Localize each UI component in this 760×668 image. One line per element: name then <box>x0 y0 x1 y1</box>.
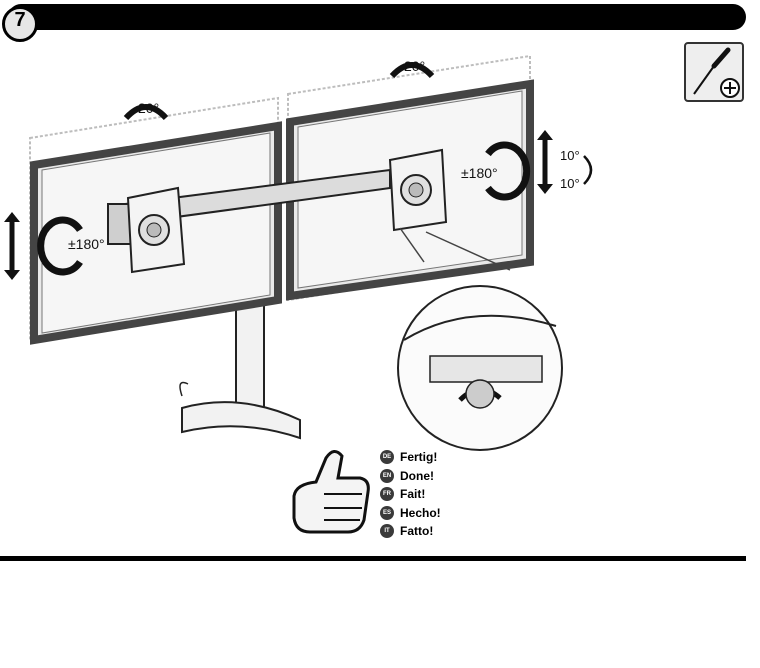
completion-text: Fatto! <box>400 524 434 539</box>
completion-text: Hecho! <box>400 505 441 520</box>
tilt-left-top-icon <box>123 104 169 121</box>
language-row-fr: FR Fait! <box>380 485 441 504</box>
rotate-right-label: ±180° <box>461 165 498 181</box>
tilt-right-top-icon <box>389 62 435 79</box>
rotate-left-label: ±180° <box>68 236 105 252</box>
phillips-screwdriver-icon <box>693 47 740 98</box>
tilt-up-label: 10° <box>560 148 580 163</box>
completion-message-list: DE Fertig! EN Done! FR Fait! ES Hecho! I… <box>380 448 441 541</box>
language-badge: DE <box>380 450 394 465</box>
vertical-move-arrow-icon <box>4 212 20 280</box>
rotate-left-arrow-icon <box>37 216 83 276</box>
language-row-en: EN Done! <box>380 467 441 486</box>
completion-text: Done! <box>400 468 434 483</box>
step-header-bar <box>8 4 746 30</box>
step-number: 7 <box>14 9 26 31</box>
completion-text: Fait! <box>400 487 426 502</box>
language-badge: FR <box>380 487 394 502</box>
language-badge: ES <box>380 505 394 520</box>
vertical-tilt-arrow-icon <box>537 130 553 194</box>
bottom-divider <box>0 556 746 561</box>
language-row-it: IT Fatto! <box>380 522 441 541</box>
tension-knob <box>465 379 495 409</box>
tool-panel <box>684 42 744 102</box>
rotate-right-arrow-icon <box>485 141 531 201</box>
tilt-right-label: 20° <box>404 58 426 74</box>
completion-text: Fertig! <box>400 450 438 465</box>
language-row-es: ES Hecho! <box>380 504 441 523</box>
dual-monitor-illustration <box>4 54 593 534</box>
thumbs-up-icon <box>292 450 370 534</box>
tilt-arc-icon <box>583 155 593 185</box>
language-badge: EN <box>380 468 394 483</box>
tilt-left-label: 20° <box>138 100 160 116</box>
tilt-down-label: 10° <box>560 176 580 191</box>
language-row-de: DE Fertig! <box>380 448 441 467</box>
step-badge <box>2 6 38 42</box>
stand-base <box>181 401 301 440</box>
language-badge: IT <box>380 524 394 539</box>
